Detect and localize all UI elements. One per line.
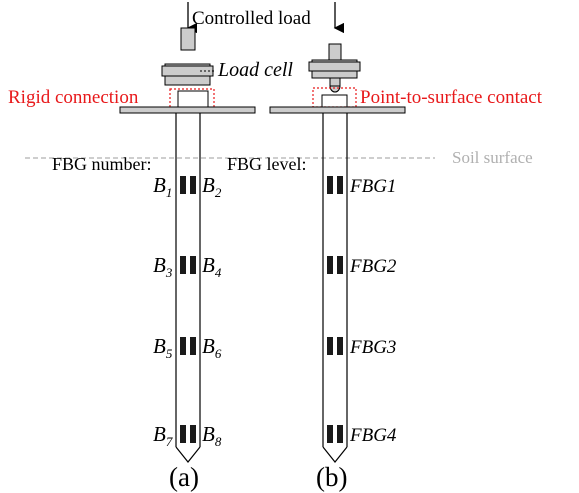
fbg-sensor-b2: [190, 176, 196, 194]
fbg-sensor-level-4-right: [337, 425, 343, 443]
load-cell-label: Load cell: [217, 59, 293, 81]
pile-cap-plate-a: [119, 106, 256, 114]
fbg-sensor-level-3-right: [337, 337, 343, 355]
connector-block-a: [177, 90, 209, 108]
sensor-label-b8: B8: [202, 422, 222, 449]
fbg-sensor-b4: [190, 256, 196, 274]
sensor-label-pair-1: B1 B2: [153, 173, 222, 200]
fbg-sensor-level-1-right: [337, 176, 343, 194]
fbg-sensor-b7: [180, 425, 186, 443]
fbg-sensor-level-2-right: [337, 256, 343, 274]
sensor-label-b5: B5: [153, 334, 173, 361]
sensor-label-b7: B7: [153, 422, 173, 449]
pile-a: [119, 2, 256, 463]
sensor-label-b1: B1: [153, 173, 172, 200]
ball-contact-b: [329, 85, 341, 93]
caption-a: (a): [169, 462, 199, 492]
fbg-level-label-1: FBG1: [349, 176, 396, 197]
controlled-load-label: Controlled load: [192, 8, 311, 29]
fbg-sensor-level-4-left: [327, 425, 333, 443]
load-cell-flange-b: [308, 61, 361, 72]
load-rod-a: [180, 27, 196, 51]
fbg-sensor-b8: [190, 425, 196, 443]
fbg-sensor-b6: [190, 337, 196, 355]
fbg-sensor-level-3-left: [327, 337, 333, 355]
fbg-level-label-2: FBG2: [349, 256, 397, 277]
point-contact-label: Point-to-surface contact: [360, 87, 543, 108]
connector-block-b: [321, 94, 348, 108]
pile-tip-b: [322, 446, 348, 463]
fbg-sensor-level-2-left: [327, 256, 333, 274]
caption-b: (b): [316, 462, 347, 492]
pile-b: [269, 2, 406, 463]
sensor-label-b4: B4: [202, 253, 222, 280]
rigid-connection-label: Rigid connection: [8, 87, 139, 108]
sensor-label-pair-3: B5 B6: [153, 334, 222, 361]
fbg-level-label-4: FBG4: [349, 425, 397, 446]
fbg-level-label: FBG level:: [227, 154, 307, 174]
sensor-label-b3: B3: [153, 253, 173, 280]
fbg-level-label-3: FBG3: [349, 337, 396, 358]
soil-surface-label: Soil surface: [452, 148, 533, 167]
sensor-label-pair-2: B3 B4: [153, 253, 222, 280]
fbg-sensor-b5: [180, 337, 186, 355]
fbg-sensor-level-1-left: [327, 176, 333, 194]
pile-tip-a: [175, 446, 201, 463]
sensor-label-b6: B6: [202, 334, 222, 361]
fbg-sensor-b3: [180, 256, 186, 274]
point-contact-highlight: [312, 87, 357, 108]
sensor-label-b2: B2: [202, 173, 222, 200]
load-cell-stem-b: [329, 77, 341, 87]
sensor-label-pair-4: B7 B8: [153, 422, 222, 449]
pile-cap-plate-b: [269, 106, 406, 114]
fbg-number-label: FBG number:: [52, 154, 152, 174]
fbg-sensor-b1: [180, 176, 186, 194]
load-rod-b: [328, 43, 342, 61]
